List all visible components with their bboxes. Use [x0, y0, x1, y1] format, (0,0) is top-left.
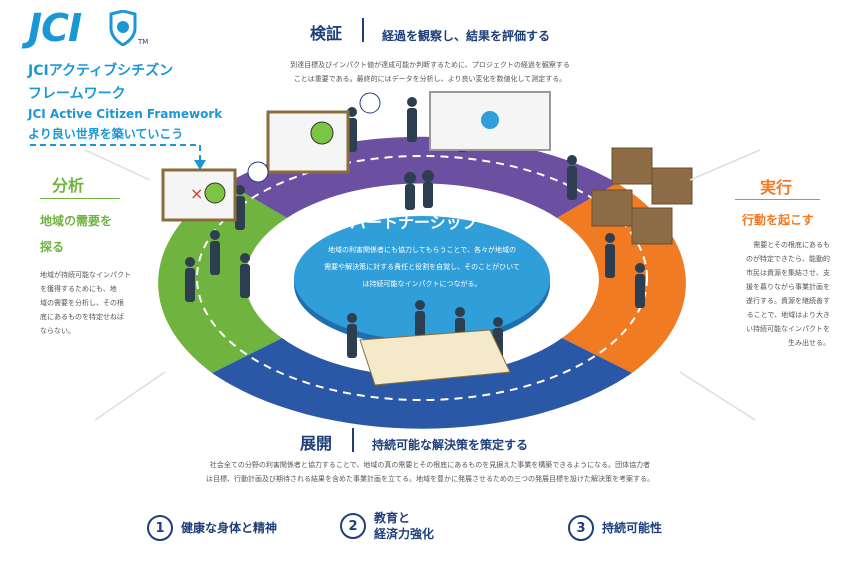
divider-ray-topleft — [84, 149, 151, 181]
cycle-path-line — [196, 155, 648, 401]
shield-logo-icon — [109, 10, 137, 46]
goal-label-3: 持続可能性 — [602, 521, 663, 535]
deploy-subtitle: 持続可能な解決策を策定する — [372, 438, 529, 452]
partnership-title: パートナーシップ — [350, 213, 478, 232]
goal-label-1: 健康な身体と精神 — [181, 521, 278, 535]
goal-number-2: 2 — [340, 513, 366, 539]
exclamation-bubble-icon — [359, 92, 381, 114]
partnership-body: 地域の利害関係者にも協力してもらうことで、各々が地域の 需要や解決策に対する責任… — [324, 246, 520, 288]
deploy-divider — [352, 428, 354, 452]
goal-label-2: 教育と 経済力強化 — [374, 511, 435, 541]
deploy-body: 社会全ての分野の利害関係者と協力することで、地域の真の需要とその根底にあるものを… — [206, 461, 654, 483]
people-figures — [185, 97, 645, 362]
tagline-connector-line — [30, 144, 201, 165]
deploy-segment — [212, 338, 632, 429]
verify-body: 到達目標及びインパクト値が達成可能か判断するために、プロジェクトの経過を観察する… — [290, 61, 570, 83]
framework-tagline: より良い世界を築いていこう — [28, 127, 184, 141]
goal-3: 3 持続可能性 — [568, 515, 662, 541]
goal-1: 1 健康な身体と精神 — [147, 515, 277, 541]
execute-title: 実行 — [760, 178, 793, 197]
goal-number-1: 1 — [147, 515, 173, 541]
analyze-rule — [40, 198, 120, 199]
analyze-subtitle-line1: 地域の需要を — [40, 214, 113, 228]
execute-body: 需要とその根底にあるも のが特定できたら、能動的 市民は資源を集結させ、支 援を… — [746, 241, 830, 347]
verify-title: 検証 — [310, 24, 343, 43]
divider-ray-left — [94, 371, 166, 421]
deploy-title: 展開 — [300, 434, 333, 453]
execute-subtitle: 行動を起こす — [742, 213, 814, 227]
connector-arrow-icon — [194, 160, 206, 170]
happy-face-icon — [310, 121, 334, 145]
goal-number-3: 3 — [568, 515, 594, 541]
execute-rule — [735, 199, 820, 200]
analyze-segment — [158, 183, 287, 373]
divider-ray-topright — [689, 149, 761, 181]
verify-subtitle: 経過を観察し、結果を評価する — [382, 29, 551, 43]
framework-title-en: JCI Active Citizen Framework — [28, 107, 223, 121]
verify-divider — [362, 18, 364, 42]
sad-face-icon — [204, 182, 226, 204]
trademark-label: TM — [138, 38, 149, 46]
goal-2: 2 教育と 経済力強化 — [340, 510, 434, 542]
planning-table — [359, 329, 511, 386]
analyze-subtitle-line2: 探る — [40, 240, 65, 254]
jci-logo-wordmark: JCI — [28, 6, 82, 50]
question-bubble-icon — [247, 161, 269, 183]
partnership-disc — [294, 216, 550, 340]
board-analysis — [266, 110, 350, 174]
framework-title-line1: JCIアクティブシチズン — [28, 63, 174, 79]
framework-title-line2: フレームワーク — [28, 86, 126, 102]
resource-boxes — [591, 147, 693, 245]
analyze-body: 地域が持続可能なインパクト を獲得するためにも、地 域の需要を分析し、その根 底… — [40, 271, 131, 335]
analyze-title: 分析 — [52, 176, 85, 195]
svg-text:×: × — [190, 184, 203, 203]
divider-ray-right — [679, 371, 756, 421]
pie-chart-icon — [481, 111, 499, 129]
